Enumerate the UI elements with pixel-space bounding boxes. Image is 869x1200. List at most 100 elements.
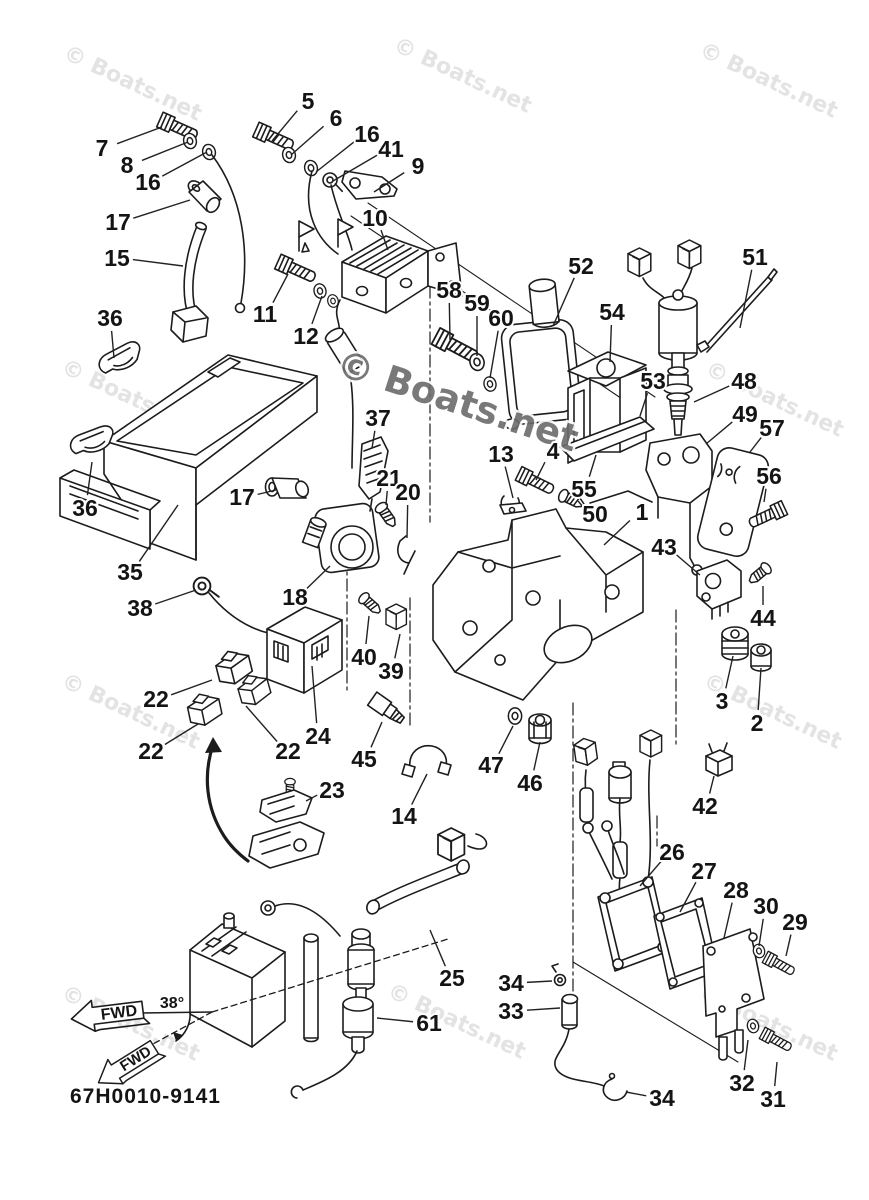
leader-line [489,330,499,379]
leader-line [305,794,318,802]
leader-line [526,1007,561,1011]
leader-line [708,775,715,794]
diagram-line-art: FWD FWD 38° 67H0010-9141 [59,111,798,1108]
part-plate-57 [696,447,770,557]
leader-line [394,633,401,659]
part-number-label: 36 [72,495,98,521]
part-number-label: 12 [293,323,319,349]
part-plug-cap-lead [324,299,364,469]
leader-line [774,1061,778,1087]
leader-line [577,500,583,507]
part-screw-44 [745,560,774,588]
leader-line [533,741,541,771]
leader-line [411,773,428,805]
part-number-label: 7 [96,135,109,161]
part-number-label: 34 [498,970,524,996]
part-cover-35 [59,354,318,561]
leader-line [758,918,764,947]
part-number-label: 13 [488,441,514,467]
leader-line [332,154,378,182]
part-lever-37 [358,436,389,512]
part-bolt-11 [273,253,319,286]
leader-line [164,723,199,746]
part-battery-cable-25 [274,827,488,937]
leader-line [365,615,370,645]
leader-line [609,324,613,363]
leader-line [588,454,597,477]
part-collar-2 [750,643,772,672]
part-bolt-29 [761,950,798,979]
part-number-label: 54 [599,299,625,325]
part-number-label: 29 [782,909,808,935]
leader-line [86,461,93,496]
part-bolt-4 [514,465,557,498]
part-clamp-13 [499,495,532,543]
leader-line [749,437,762,453]
leader-line [155,589,197,605]
watermark: © Boats.net [389,33,535,119]
part-connector-61 [290,928,375,1099]
part-number-label: 3 [716,688,729,714]
part-number-label: 6 [330,105,343,131]
leader-line [311,295,323,325]
part-number-label: 8 [121,152,134,178]
part-number-label: 1 [636,499,649,525]
angle-value: 38° [160,995,184,1012]
leader-line [133,199,191,219]
leader-line [785,934,792,957]
leader-line [315,141,355,173]
part-number-label: 50 [582,501,608,527]
leader-line [603,520,631,546]
part-number-label: 28 [723,877,749,903]
part-number-label: 22 [275,738,301,764]
part-number-label: 9 [412,153,425,179]
part-number-label: 15 [104,245,130,271]
part-rod-51 [696,268,778,353]
leader-line [757,667,762,711]
leader-line [743,1039,749,1071]
leader-line [373,172,405,193]
part-tube-33-small [554,993,605,1087]
part-grommet-3 [721,626,749,661]
part-number-label: 5 [302,88,315,114]
part-number-label: 55 [571,476,597,502]
part-washer-6 [280,145,298,165]
leader-line [116,126,163,145]
part-number-label: 51 [742,244,768,270]
part-number-label: 33 [498,998,524,1024]
part-rectifier-10 [341,235,463,314]
part-solenoid-48 [627,239,702,436]
part-number-label: 43 [651,534,677,560]
part-number-label: 61 [416,1010,442,1036]
part-washer-47 [507,707,523,725]
part-number-label: 10 [362,205,388,231]
part-sensor-43 [696,559,742,620]
leader-line [406,504,409,539]
part-fuse-23 [248,777,325,869]
leader-line [170,679,213,696]
part-number-label: 38 [127,595,153,621]
part-number-label: 18 [282,584,308,610]
part-bracket-1 [432,508,644,701]
part-number-label: 39 [378,658,404,684]
leader-line [498,725,514,754]
part-number-label: 40 [351,644,377,670]
part-number-label: 23 [319,777,345,803]
part-clip-36-top [94,339,145,376]
leader-line [679,881,697,913]
part-clip-20 [397,535,416,575]
part-hook-34-bottom [602,1072,628,1101]
leader-line [763,488,767,503]
leader-line [552,277,575,327]
leader-line [290,125,325,156]
part-number-label: 44 [750,605,776,631]
part-number-label: 16 [135,169,161,195]
leader-line [306,565,331,589]
leader-line [257,489,277,496]
part-screw-50 [555,487,653,512]
part-number-label: 57 [759,415,785,441]
callout-arrow-curved [205,737,250,863]
